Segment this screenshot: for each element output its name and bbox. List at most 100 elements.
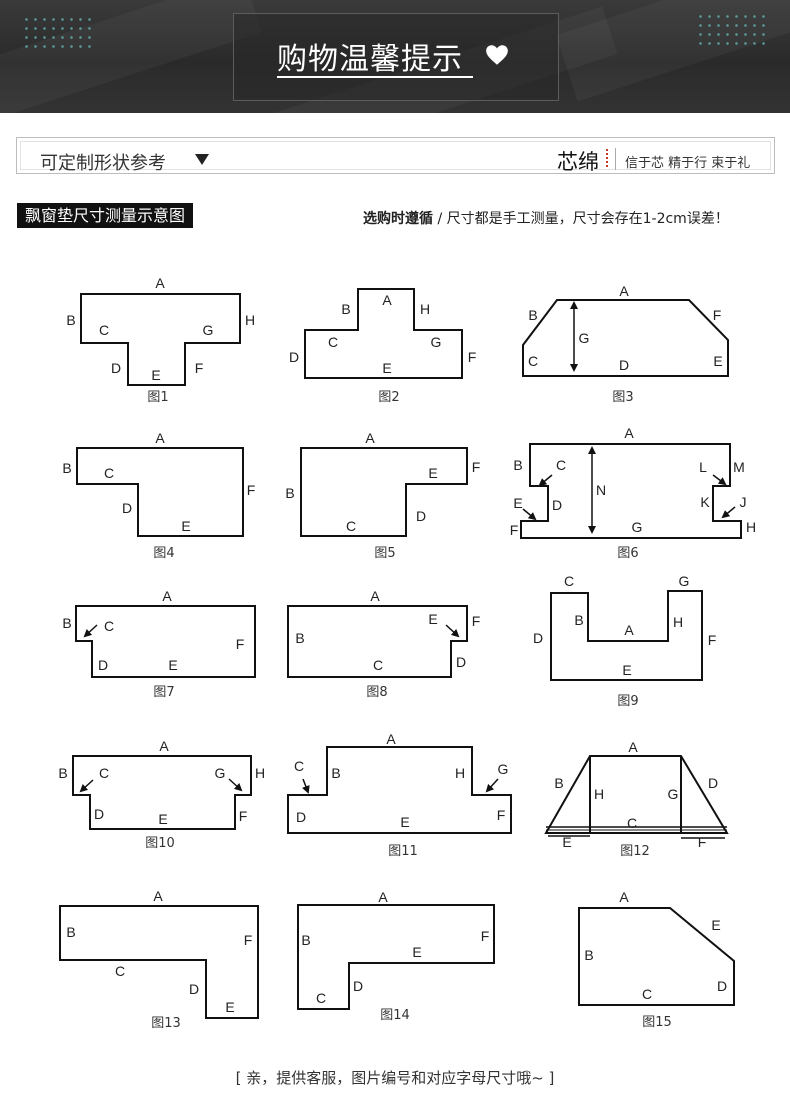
fig12-label-d: D (708, 775, 718, 791)
fig7-arrow-c (83, 624, 98, 638)
fig4-label-c: C (104, 465, 114, 481)
figure-8 (287, 605, 468, 678)
fig14-label-f: F (481, 928, 490, 944)
fig6-shape (520, 443, 742, 539)
fig1-label-e: E (151, 367, 160, 383)
fig9-label-g: G (679, 573, 690, 589)
fig11-caption: 图11 (388, 844, 418, 859)
fig13-label-d: D (189, 981, 199, 997)
fig9-label-h: H (673, 614, 683, 630)
fig3-label-g: G (579, 330, 590, 346)
fig1-label-c: C (99, 322, 109, 338)
figure-7 (75, 605, 256, 678)
fig4-label-b: B (62, 460, 71, 476)
fig10-arrow-g (228, 778, 243, 792)
fig6-label-g: G (632, 519, 643, 535)
fig8-shape (287, 605, 468, 678)
fig2-shape (304, 288, 463, 379)
fig15-label-c: C (642, 986, 652, 1002)
fig14-label-b: B (301, 932, 310, 948)
fig8-arrow-e (445, 624, 460, 638)
fig12-label-g: G (668, 786, 679, 802)
fig11-arrow-c (302, 778, 310, 794)
fig9-label-e: E (622, 662, 631, 678)
fig5-label-b: B (285, 485, 294, 501)
fig2-caption: 图2 (378, 390, 399, 405)
fig6-label-h: H (746, 519, 756, 535)
fig1-label-d: D (111, 360, 121, 376)
fig10-label-e: E (158, 811, 167, 827)
bar-label: 可定制形状参考 (40, 153, 166, 174)
fig5-shape (300, 447, 468, 537)
fig7-label-c: C (104, 618, 114, 634)
fig12-label-a: A (628, 739, 638, 755)
fig10-label-a: A (159, 738, 169, 754)
fig14-label-a: A (378, 889, 388, 905)
title-underline (277, 76, 473, 78)
fig6-label-b: B (513, 457, 522, 473)
fig15-label-d: D (717, 978, 727, 994)
figure-14 (297, 904, 495, 1010)
fig8-label-b: B (295, 630, 304, 646)
fig15-label-a: A (619, 889, 629, 905)
fig9-caption: 图9 (617, 694, 638, 709)
figure-11 (287, 746, 512, 834)
fig10-label-c: C (99, 765, 109, 781)
fig13-label-a: A (153, 888, 163, 904)
fig13-label-f: F (244, 932, 253, 948)
fig11-label-a: A (386, 731, 396, 747)
measurement-note: 选购时遵循 / 尺寸都是手工测量，尺寸会存在1-2cm误差！ (363, 208, 729, 228)
fig6-label-k: K (700, 494, 710, 510)
fig5-caption: 图5 (374, 546, 395, 561)
fig2-label-d: D (289, 349, 299, 365)
fig1-shape (80, 293, 241, 386)
fig2-label-e: E (382, 360, 391, 376)
fig9-label-c: C (564, 573, 574, 589)
fig5-label-c: C (346, 518, 356, 534)
fig7-label-f: F (236, 636, 245, 652)
figure-12 (544, 755, 729, 839)
fig14-caption: 图14 (380, 1008, 410, 1023)
fig12-caption: 图12 (620, 844, 650, 859)
fig2-label-b: B (341, 301, 350, 317)
fig13-label-c: C (115, 963, 125, 979)
fig6-label-l: L (699, 459, 707, 475)
figure-5 (300, 447, 468, 537)
dot-pattern-left (22, 15, 94, 49)
fig2-label-f: F (468, 349, 477, 365)
dot-pattern-right (696, 12, 768, 46)
fig12-label-b: B (554, 775, 563, 791)
fig10-label-g: G (215, 765, 226, 781)
note-text: / 尺寸都是手工测量，尺寸会存在1-2cm误差！ (437, 211, 729, 227)
dropdown-triangle-icon[interactable] (195, 154, 209, 165)
fig12-label-e: E (562, 834, 571, 850)
shape-reference-bar[interactable]: 可定制形状参考 芯绵 信于芯 精于行 束于礼 (16, 137, 775, 174)
fig15-shape (578, 907, 735, 1006)
fig5-label-e: E (428, 465, 437, 481)
fig3-label-d: D (619, 357, 629, 373)
banner-title: 购物温馨提示 (277, 42, 463, 77)
fig5-label-d: D (416, 508, 426, 524)
fig1-label-a: A (155, 275, 165, 291)
fig3-label-c: C (528, 353, 538, 369)
fig9-label-f: F (708, 632, 717, 648)
fig4-label-d: D (122, 500, 132, 516)
fig1-label-b: B (66, 312, 75, 328)
fig11-label-b: B (331, 765, 340, 781)
fig4-label-e: E (181, 518, 190, 534)
fig1-caption: 图1 (147, 390, 168, 405)
fig12-shape (544, 755, 729, 834)
fig10-label-b: B (58, 765, 67, 781)
fig9-label-d: D (533, 630, 543, 646)
fig2-label-h: H (420, 301, 430, 317)
fig7-label-a: A (162, 588, 172, 604)
fig6-label-e: E (513, 495, 522, 511)
fig7-shape (75, 605, 256, 678)
fig7-label-b: B (62, 615, 71, 631)
fig7-label-e: E (168, 657, 177, 673)
fig8-caption: 图8 (366, 685, 387, 700)
fig6-arrow-e (522, 508, 537, 521)
fig3-label-b: B (528, 307, 537, 323)
fig13-label-e: E (225, 999, 234, 1015)
fig2-label-a: A (382, 292, 392, 308)
